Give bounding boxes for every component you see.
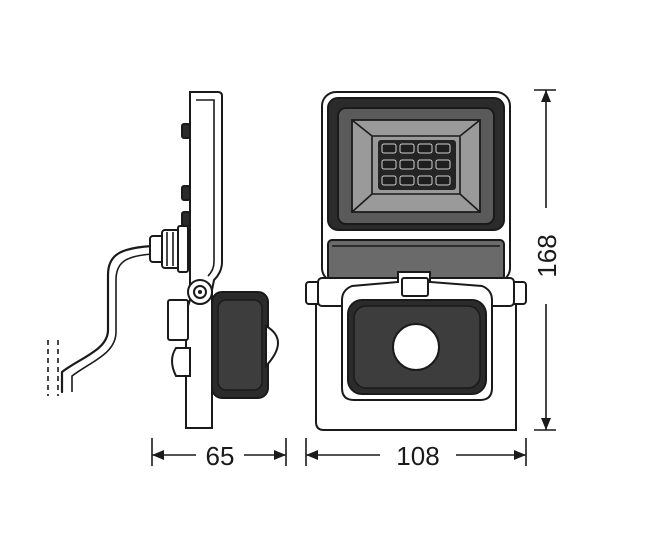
dim-168-arrow-bottom [541,418,551,430]
side-sensor-module [211,291,279,399]
led-array [381,143,451,186]
cable-inner [71,253,153,392]
hinge-bolt [187,279,213,305]
dim-65-label: 65 [206,441,235,471]
dim-168-arrow-top [541,90,551,102]
front-sensor-module [341,271,493,401]
pir-sensor-lens [392,323,440,371]
side-fin-2 [181,185,191,201]
dimension-front-width: 108 [305,438,527,471]
side-bracket [167,299,189,341]
side-view [47,91,279,429]
side-housing-inner [196,99,215,277]
side-fin-1 [181,123,191,139]
side-fin-3 [181,211,191,227]
cable [60,244,154,394]
dim-108-arrow-left [306,450,318,460]
dim-108-arrow-right [514,450,526,460]
dimension-side-depth: 65 [151,438,287,471]
front-lens-chamfer [351,119,481,213]
dim-168-label: 168 [532,234,562,277]
front-view [305,91,527,431]
dimension-front-height: 168 [532,89,562,431]
dim-65-arrow-right [274,450,286,460]
dim-65-arrow-left [152,450,164,460]
dim-108-label: 108 [396,441,439,471]
cable-gland [149,225,189,273]
side-sensor-foot [171,347,191,377]
